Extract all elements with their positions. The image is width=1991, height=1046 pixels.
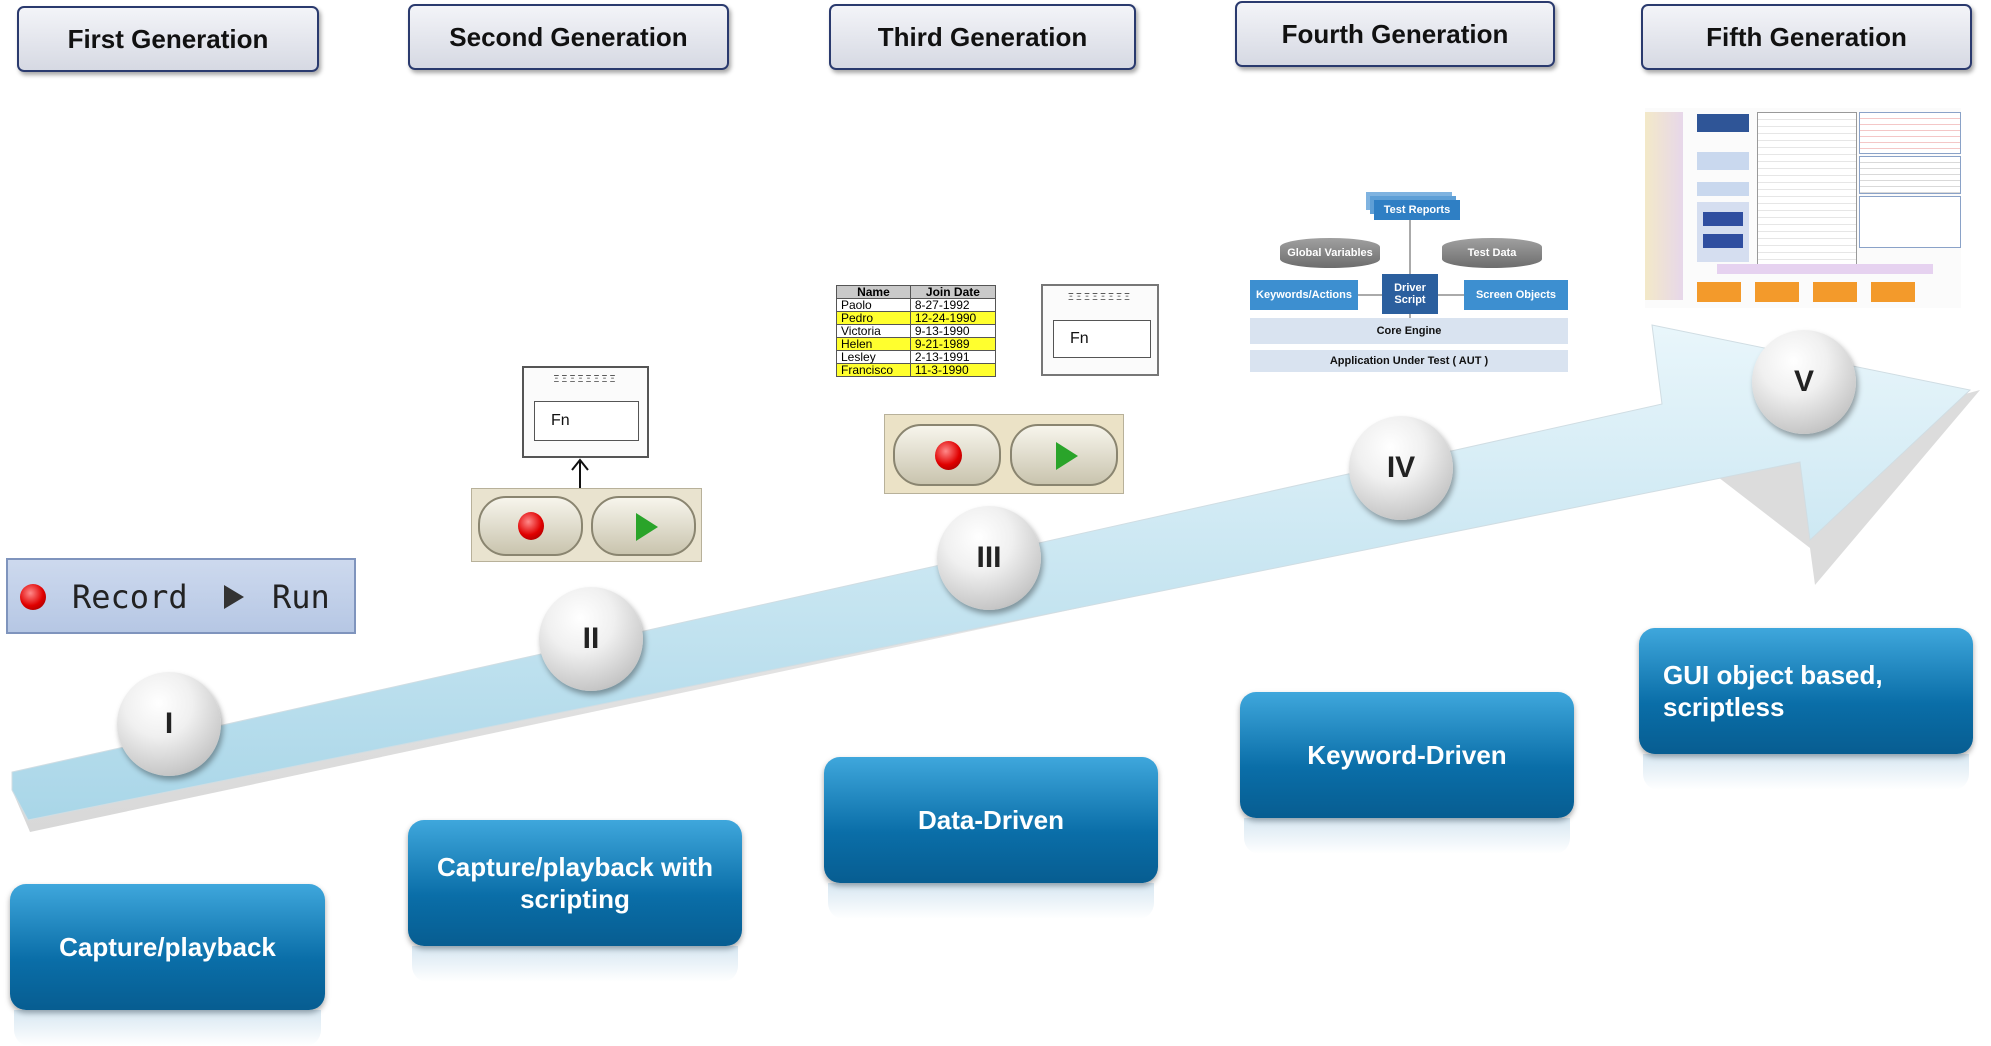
record-icon bbox=[935, 441, 962, 470]
global-variables-store: Global Variables bbox=[1280, 238, 1380, 268]
driver-script-node bbox=[1697, 114, 1749, 132]
aut-layer: Application Under Test ( AUT ) bbox=[1250, 350, 1568, 372]
stage-reflection bbox=[1643, 754, 1969, 790]
generation-header-5: Fifth Generation bbox=[1641, 4, 1972, 70]
record-play-panel-2 bbox=[471, 488, 702, 562]
stage-marker-4: IV bbox=[1349, 416, 1453, 520]
stage-reflection bbox=[14, 1010, 321, 1046]
object-params-node bbox=[1703, 212, 1743, 226]
stage-marker-1: I bbox=[117, 672, 221, 776]
record-icon bbox=[518, 512, 544, 540]
run-icon bbox=[224, 585, 244, 609]
core-engine-layer: Core Engine bbox=[1250, 318, 1568, 344]
fn-field: Fn bbox=[534, 401, 639, 441]
function-window-3: ΞΞΞΞΞΞΞΞ Fn bbox=[1041, 284, 1159, 376]
record-play-panel-3 bbox=[884, 414, 1124, 494]
window-titlebar: ΞΞΞΞΞΞΞΞ bbox=[1067, 292, 1133, 303]
generation-header-2: Second Generation bbox=[408, 4, 729, 70]
generation-header-1: First Generation bbox=[17, 6, 319, 72]
diagram-connectors bbox=[1358, 220, 1464, 318]
record-label: Record bbox=[72, 578, 188, 616]
script-sheet bbox=[1757, 112, 1857, 274]
record-icon bbox=[20, 584, 46, 610]
screen-objects-box: Screen Objects bbox=[1464, 280, 1568, 310]
driver-script-box: Driver Script bbox=[1382, 274, 1438, 314]
reporting-bar bbox=[1717, 264, 1933, 274]
report-output bbox=[1755, 282, 1799, 302]
reusable-panel-3 bbox=[1859, 196, 1961, 248]
run-button[interactable]: Run bbox=[224, 574, 330, 620]
generation-header-4: Fourth Generation bbox=[1235, 1, 1555, 67]
function-window-2: ΞΞΞΞΞΞΞΞ Fn bbox=[522, 366, 649, 458]
stage-reflection bbox=[828, 883, 1154, 919]
column-header-join-date: Join Date bbox=[909, 285, 997, 299]
stage-marker-3: III bbox=[937, 506, 1041, 610]
report-output bbox=[1871, 282, 1915, 302]
stage-reflection bbox=[1244, 818, 1570, 854]
generation-header-3: Third Generation bbox=[829, 4, 1136, 70]
test-data-store: Test Data bbox=[1442, 238, 1542, 268]
report-output bbox=[1697, 282, 1741, 302]
stage-box-2: Capture/playback with scripting bbox=[408, 820, 742, 946]
stage-box-4: Keyword-Driven bbox=[1240, 692, 1574, 818]
run-label: Run bbox=[272, 578, 330, 616]
stage-box-1: Capture/playback bbox=[10, 884, 325, 1010]
test-reports-box: Test Reports bbox=[1374, 200, 1460, 220]
play-icon bbox=[1056, 442, 1078, 470]
record-pill-button[interactable] bbox=[893, 424, 1001, 486]
object-repo-node bbox=[1697, 182, 1749, 196]
stage-box-5: GUI object based, scriptless bbox=[1639, 628, 1973, 754]
column-header-name: Name bbox=[836, 285, 911, 299]
record-run-toolbar: Record Run bbox=[6, 558, 356, 634]
gui-object-framework-thumbnail bbox=[1645, 108, 1961, 308]
stage-marker-2: II bbox=[539, 587, 643, 691]
up-arrow-icon bbox=[571, 458, 589, 488]
global-vars-node bbox=[1703, 234, 1743, 248]
fn-field: Fn bbox=[1053, 320, 1151, 358]
report-output bbox=[1813, 282, 1857, 302]
keywords-actions-box: Keywords/Actions bbox=[1250, 280, 1358, 310]
play-pill-button[interactable] bbox=[1010, 424, 1118, 486]
record-button[interactable]: Record bbox=[20, 574, 188, 620]
stage-marker-5: V bbox=[1752, 330, 1856, 434]
test-data-node bbox=[1697, 202, 1749, 262]
window-titlebar: ΞΞΞΞΞΞΞΞ bbox=[553, 374, 618, 385]
keyword-architecture-diagram: Test Reports Global Variables Test Data … bbox=[1250, 190, 1570, 372]
reusable-panel-2 bbox=[1859, 156, 1961, 194]
record-pill-button[interactable] bbox=[478, 496, 583, 556]
play-icon bbox=[636, 513, 658, 541]
tool-sidebar bbox=[1645, 112, 1683, 300]
stage-box-3: Data-Driven bbox=[824, 757, 1158, 883]
reusable-panel-1 bbox=[1859, 112, 1961, 154]
stage-reflection bbox=[412, 946, 738, 982]
automation-node bbox=[1697, 152, 1749, 170]
play-pill-button[interactable] bbox=[591, 496, 696, 556]
